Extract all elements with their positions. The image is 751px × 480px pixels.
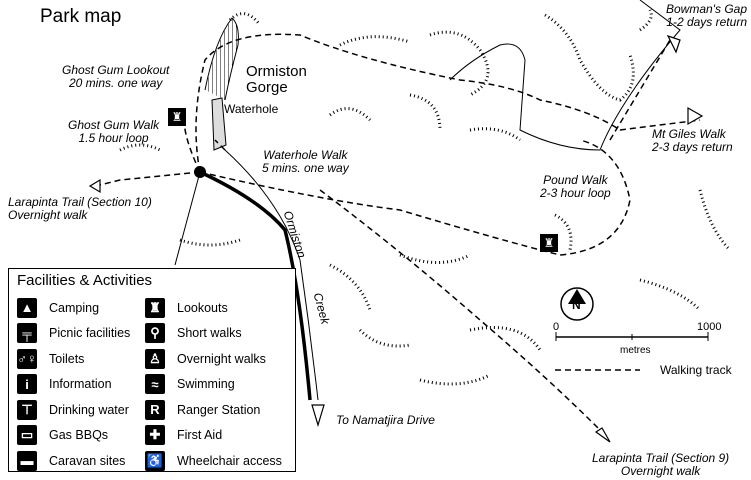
facilities-legend: Facilities & Activities ▲ Camping ╤ Picnic …: [8, 268, 296, 472]
legend-right-column: ♜ Lookouts ⚲ Short walks ♙ Overnight walks ≈ Sw…: [145, 295, 282, 474]
picnic-icon: ╤: [17, 323, 37, 344]
short-walks-icon: ⚲: [145, 323, 165, 344]
leader-line: [174, 171, 201, 266]
legend-item: ♜ Lookouts: [145, 295, 282, 321]
legend-item-label: Wheelchair access: [177, 453, 282, 468]
larapinta-section-9-label: Larapinta Trail (Section 9)Overnight wal…: [592, 451, 730, 478]
lookout-icon: ♜: [540, 234, 558, 252]
arrow-larapinta-10: [88, 178, 101, 194]
scale-start: 0: [553, 321, 560, 333]
arrow-mt-giles: [687, 106, 704, 126]
waterhole: [211, 97, 227, 151]
legend-item-label: Camping: [49, 300, 100, 315]
legend-item-label: Gas BBQs: [49, 428, 109, 443]
legend-item: ♿ Wheelchair access: [145, 448, 282, 474]
namatjira-drive-label: To Namatjira Drive: [336, 413, 435, 427]
legend-item: ⊤ Drinking water: [17, 397, 130, 423]
ridge-lines: [119, 9, 732, 386]
gorge-cliffs: [204, 17, 239, 101]
legend-item-label: Short walks: [177, 326, 242, 341]
compass-north-label: N: [572, 298, 581, 312]
arrow-larapinta-9: [594, 427, 611, 443]
larapinta-section-10-label: Larapinta Trail (Section 10)Overnight wa…: [8, 195, 152, 222]
first-aid-icon: ✚: [145, 425, 165, 446]
legend-left-column: ▲ Camping ╤ Picnic facilities ♂♀ Toilets i Info…: [17, 295, 130, 474]
legend-item-label: Caravan sites: [49, 453, 126, 468]
scale-unit: metres: [620, 345, 651, 356]
road: [199, 170, 312, 401]
legend-item: ⚲ Short walks: [145, 321, 282, 347]
ormiston-creek: [224, 149, 319, 401]
lookout-icon: ♜: [168, 108, 186, 126]
toilets-icon: ♂♀: [17, 348, 37, 369]
scale-end: 1000: [697, 321, 722, 333]
scale-bar: [555, 332, 709, 341]
camping-icon: ▲: [17, 297, 37, 318]
legend-item: ♙ Overnight walks: [145, 346, 282, 372]
waterhole-label: Waterhole: [224, 102, 279, 116]
legend-item: ♂♀ Toilets: [17, 346, 130, 372]
arrow-namatjira: [311, 404, 325, 428]
legend-item-label: Drinking water: [49, 402, 129, 417]
legend-item-label: Toilets: [49, 351, 85, 366]
overnight-walks-icon: ♙: [145, 348, 165, 369]
drinking-water-icon: ⊤: [17, 399, 37, 420]
legend-item-label: First Aid: [177, 428, 223, 443]
wheelchair-icon: ♿: [145, 450, 165, 471]
legend-item: ✚ First Aid: [145, 423, 282, 449]
legend-item: R Ranger Station: [145, 397, 282, 423]
legend-item-label: Overnight walks: [177, 351, 266, 366]
direction-arrows: [88, 34, 704, 443]
legend-item-label: Swimming: [177, 377, 235, 392]
compass-icon: [560, 287, 594, 321]
creek-line: [449, 0, 681, 151]
walking-track-legend: Walking track: [660, 363, 732, 377]
legend-title: Facilities & Activities: [17, 272, 153, 289]
legend-item: i Information: [17, 372, 130, 398]
legend-item-label: Information: [49, 377, 112, 392]
legend-item: ≈ Swimming: [145, 372, 282, 398]
swimming-icon: ≈: [145, 374, 165, 395]
map-title: Park map: [40, 6, 122, 27]
arrow-bowmans-gap: [666, 34, 681, 54]
legend-item-label: Ranger Station: [177, 402, 261, 417]
legend-item: ▬ Caravan sites: [17, 448, 130, 474]
legend-item: ▭ Gas BBQs: [17, 423, 130, 449]
legend-item-label: Picnic facilities: [49, 326, 131, 341]
ranger-station-icon: R: [145, 399, 165, 420]
legend-item-label: Lookouts: [177, 300, 228, 315]
gas-bbq-icon: ▭: [17, 425, 37, 446]
lookout-icon: ♜: [145, 297, 165, 318]
caravan-icon: ▬: [17, 450, 37, 471]
information-icon: i: [17, 374, 37, 395]
legend-item: ▲ Camping: [17, 295, 130, 321]
legend-item: ╤ Picnic facilities: [17, 321, 130, 347]
